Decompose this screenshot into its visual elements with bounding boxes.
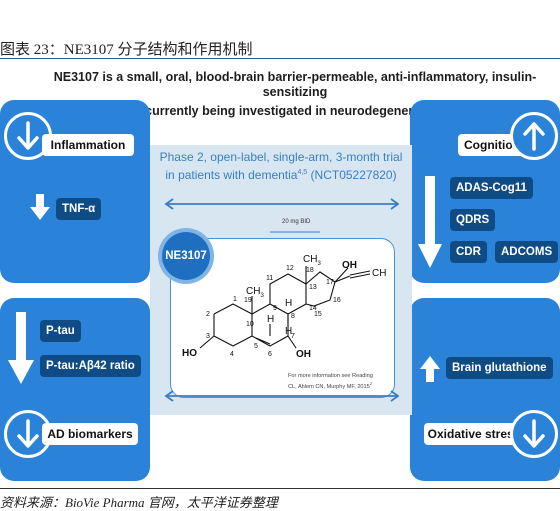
trial-description: Phase 2, open-label, single-arm, 3-month… — [150, 150, 412, 183]
trial-line-2-a: in patients with dementia — [165, 168, 298, 182]
down-arrow-icon — [17, 419, 39, 448]
atom-5: 5 — [254, 343, 258, 350]
h-atom-c: H — [285, 326, 292, 337]
source-note: 资料来源：BioVie Pharma 官网，太平洋证券整理 — [0, 495, 278, 510]
atom-17: 17 — [326, 279, 334, 286]
marker-ptau: P-tau — [40, 320, 81, 342]
marker-adcoms: ADCOMS — [495, 241, 559, 263]
down-arrow-icon — [17, 121, 39, 150]
atom-4: 4 — [230, 351, 234, 358]
oxidative-stress-title: Oxidative stress — [424, 423, 524, 445]
functional-groups: CH3 CH3 OH CH HO OH H H H — [182, 254, 386, 360]
atom-13: 13 — [309, 284, 317, 291]
dose-label: 20 mg BID — [282, 219, 311, 225]
top-duration-arrow — [164, 198, 400, 210]
atom-8: 8 — [291, 313, 295, 320]
molecule-bonds — [199, 266, 371, 349]
cognition-down-arrow-icon — [418, 176, 442, 268]
ho-group: HO — [182, 348, 197, 359]
atom-10: 10 — [246, 321, 254, 328]
marker-ptau-abeta42-ratio: P-tau:Aβ42 ratio — [40, 355, 141, 377]
reference-note: For more information see Reading CL, Ahl… — [288, 373, 398, 391]
atom-7: 7 — [291, 333, 295, 340]
inflammation-title: Inflammation — [42, 134, 134, 156]
up-arrow-icon — [523, 122, 545, 151]
dose-tick — [270, 231, 320, 233]
marker-qdrs: QDRS — [450, 209, 496, 231]
atom-numbers: 1 2 3 4 5 6 7 8 9 10 11 12 13 14 15 16 1… — [206, 265, 341, 358]
ad-biomarkers-title: AD biomarkers — [42, 423, 138, 445]
atom-18: 18 — [306, 267, 314, 274]
cognition-title: Cognition — [458, 134, 526, 156]
cognition-up-circle — [510, 112, 558, 160]
oh-bottom: OH — [296, 349, 311, 360]
caption-divider — [0, 58, 560, 59]
figure-caption: 图表 23：NE3107 分子结构和作用机制 — [0, 42, 253, 58]
marker-adas-cog11: ADAS-Cog11 — [450, 177, 533, 199]
source-divider — [0, 488, 560, 489]
trial-line-2-b: (NCT05227820) — [307, 168, 397, 182]
trial-line-1: Phase 2, open-label, single-arm, 3-month… — [159, 150, 403, 164]
atom-9: 9 — [273, 305, 277, 312]
trial-superscript: 4,5 — [297, 169, 308, 176]
atom-6: 6 — [268, 351, 272, 358]
trial-line-2: in patients with dementia4,5 (NCT0522782… — [150, 165, 412, 183]
tnf-down-arrow-icon — [30, 194, 50, 220]
ch3-group-b: CH3 — [303, 254, 321, 267]
down-arrow-icon — [523, 419, 545, 448]
oxidative-stress-down-circle — [510, 410, 558, 458]
reference-line-2: CL, Ahlem CN, Murphy MF, 20152 — [288, 381, 372, 390]
atom-3: 3 — [206, 333, 210, 340]
ptau-down-arrow-icon — [8, 312, 34, 384]
marker-brain-glutathione: Brain glutathione — [446, 357, 553, 379]
atom-15: 15 — [314, 311, 322, 318]
marker-tnf-alpha: TNF-α — [56, 198, 102, 220]
atom-2: 2 — [206, 311, 210, 318]
oh-top: OH — [342, 260, 357, 271]
atom-14: 14 — [309, 305, 317, 312]
atom-19: 19 — [244, 297, 252, 304]
reference-line-1: For more information see Reading — [288, 373, 373, 379]
ch-group: CH — [372, 268, 386, 279]
h-atom-b: H — [267, 314, 274, 325]
headline-line-2-text: molecule currently being investigated in… — [87, 104, 499, 119]
molecule-structure: 1 2 3 4 5 6 7 8 9 10 11 12 13 14 15 16 1… — [182, 254, 386, 360]
atom-1: 1 — [233, 296, 237, 303]
marker-cdr: CDR — [450, 241, 487, 263]
atom-16: 16 — [333, 297, 341, 304]
h-atom-a: H — [285, 298, 292, 309]
bottom-duration-arrow — [164, 390, 400, 402]
drug-badge: NE3107 — [162, 232, 210, 280]
atom-12: 12 — [286, 265, 294, 272]
glutathione-up-arrow-icon — [420, 356, 440, 382]
headline-line-1: NE3107 is a small, oral, blood-brain bar… — [53, 70, 537, 99]
atom-11: 11 — [266, 275, 273, 282]
ch3-group-a: CH3 — [246, 286, 264, 299]
